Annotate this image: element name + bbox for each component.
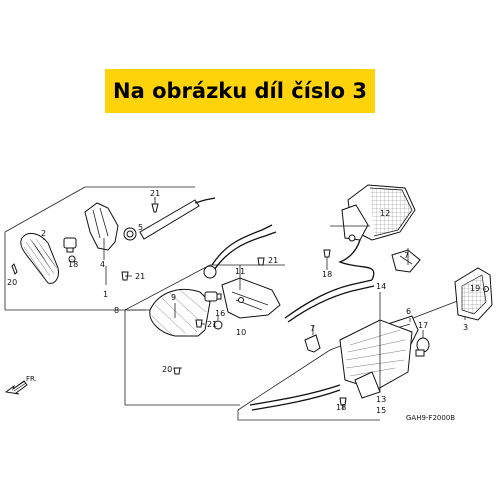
- callout-21-right: 21: [207, 320, 217, 329]
- callout-2: 2: [41, 229, 46, 238]
- callout-19: 19: [470, 284, 480, 293]
- left-stay-part: [139, 197, 216, 240]
- callout-8: 8: [114, 306, 119, 315]
- callout-21-mid: 21: [268, 256, 278, 265]
- callout-9: 9: [171, 293, 176, 302]
- screw-21-mid: [257, 257, 265, 266]
- callout-14: 14: [376, 282, 386, 291]
- screw-18-rear: [339, 397, 347, 406]
- rear-lens-part-3: [454, 267, 493, 321]
- callout-13: 13: [376, 395, 386, 404]
- callout-12: 12: [380, 209, 390, 218]
- left-housing-part: [84, 202, 137, 251]
- tail-lamp-housing-part: [341, 184, 416, 242]
- part-number-banner: Na obrázku díl číslo 3: [105, 69, 375, 113]
- rear-harness-part: [249, 384, 341, 411]
- rear-housing-part: [339, 319, 413, 399]
- callout-21-lower-left: 21: [135, 272, 145, 281]
- callout-7-top: 7: [404, 251, 409, 260]
- front-left-group-frame: [4, 186, 195, 311]
- callout-18-top: 18: [322, 270, 332, 279]
- diagram-code: GAH9-F2000B: [406, 414, 455, 422]
- leader-lines: [43, 197, 486, 410]
- callout-10: 10: [236, 328, 246, 337]
- callout-18-rear: 18: [336, 403, 346, 412]
- right-lens-part: [149, 288, 211, 337]
- stay-7-lower-part: [304, 334, 321, 353]
- callout-7-lower: 7: [310, 324, 315, 333]
- tail-harness-part: [338, 239, 375, 281]
- callout-5: 5: [138, 223, 143, 232]
- rear-group-frame: [237, 299, 461, 421]
- callout-11: 11: [235, 267, 245, 276]
- banner-text: Na obrázku díl číslo 3: [113, 79, 367, 103]
- callout-6: 6: [406, 307, 411, 316]
- grommet-16-part: [213, 320, 223, 330]
- screw-20-right: [173, 367, 181, 375]
- callout-18-left: 18: [68, 260, 78, 269]
- callout-20-right: 20: [162, 365, 172, 374]
- callout-21-top: 21: [150, 189, 160, 198]
- callout-1: 1: [103, 290, 108, 299]
- right-bulb-part: [204, 291, 222, 302]
- screw-18-top: [323, 249, 331, 258]
- screw-21-right: [195, 319, 203, 328]
- callout-15: 15: [376, 406, 386, 415]
- main-harness-part: [284, 279, 375, 323]
- callout-16: 16: [215, 309, 225, 318]
- arrow-front-left-icon: FR.: [4, 375, 37, 395]
- connector-7-top-part: [391, 249, 421, 273]
- left-lens-part: [20, 232, 59, 284]
- right-wiring-part: [203, 224, 277, 279]
- rear-bulb-part: [415, 337, 430, 357]
- front-arrow-label: FR.: [26, 375, 37, 383]
- right-housing-part: [221, 277, 281, 319]
- callout-20-left: 20: [7, 278, 17, 287]
- callout-17: 17: [418, 321, 428, 330]
- callout-4: 4: [100, 260, 105, 269]
- screw-20-left: [11, 263, 18, 275]
- callout-3: 3: [463, 323, 468, 332]
- left-bulb-part: [63, 237, 77, 253]
